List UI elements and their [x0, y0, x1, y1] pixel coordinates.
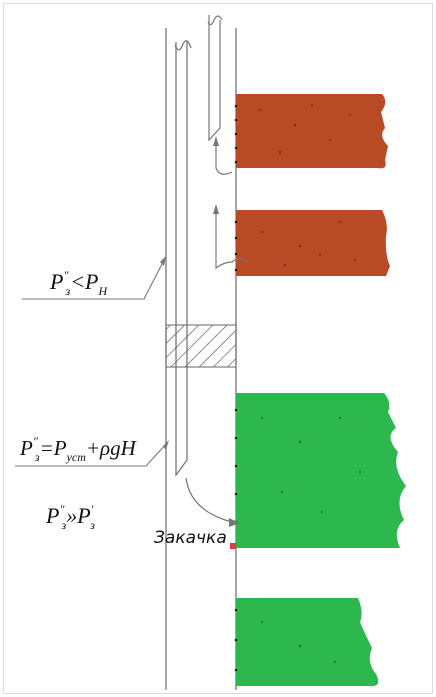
upper-tool: [207, 15, 223, 142]
formula-2: P"з=Pуст+ρgH: [19, 434, 138, 464]
injection-caption: Закачка: [154, 528, 227, 548]
formula-1: P"з<PН: [49, 268, 109, 298]
arrow-head-1: [213, 136, 219, 146]
perforations: [234, 104, 238, 672]
injection-marker: [230, 543, 236, 549]
green-layer-bottom: [236, 598, 379, 686]
formula-3: P"з»P'з: [45, 502, 95, 532]
red-layer-middle: [236, 210, 390, 276]
lower-formation: [236, 393, 406, 686]
diagram-border: [3, 3, 433, 694]
leader-lines: [15, 261, 167, 467]
arrow-head-2: [213, 204, 219, 214]
leader-arrow-1: [160, 256, 166, 266]
tubing: [174, 40, 192, 477]
upper-formation: [236, 94, 390, 276]
arrow-head-3: [229, 518, 240, 527]
red-layer-top: [236, 94, 388, 169]
packer: [165, 324, 237, 368]
leader-arrow-2: [163, 440, 169, 450]
green-layer-main: [236, 393, 406, 548]
flow-arrows: [185, 145, 249, 523]
